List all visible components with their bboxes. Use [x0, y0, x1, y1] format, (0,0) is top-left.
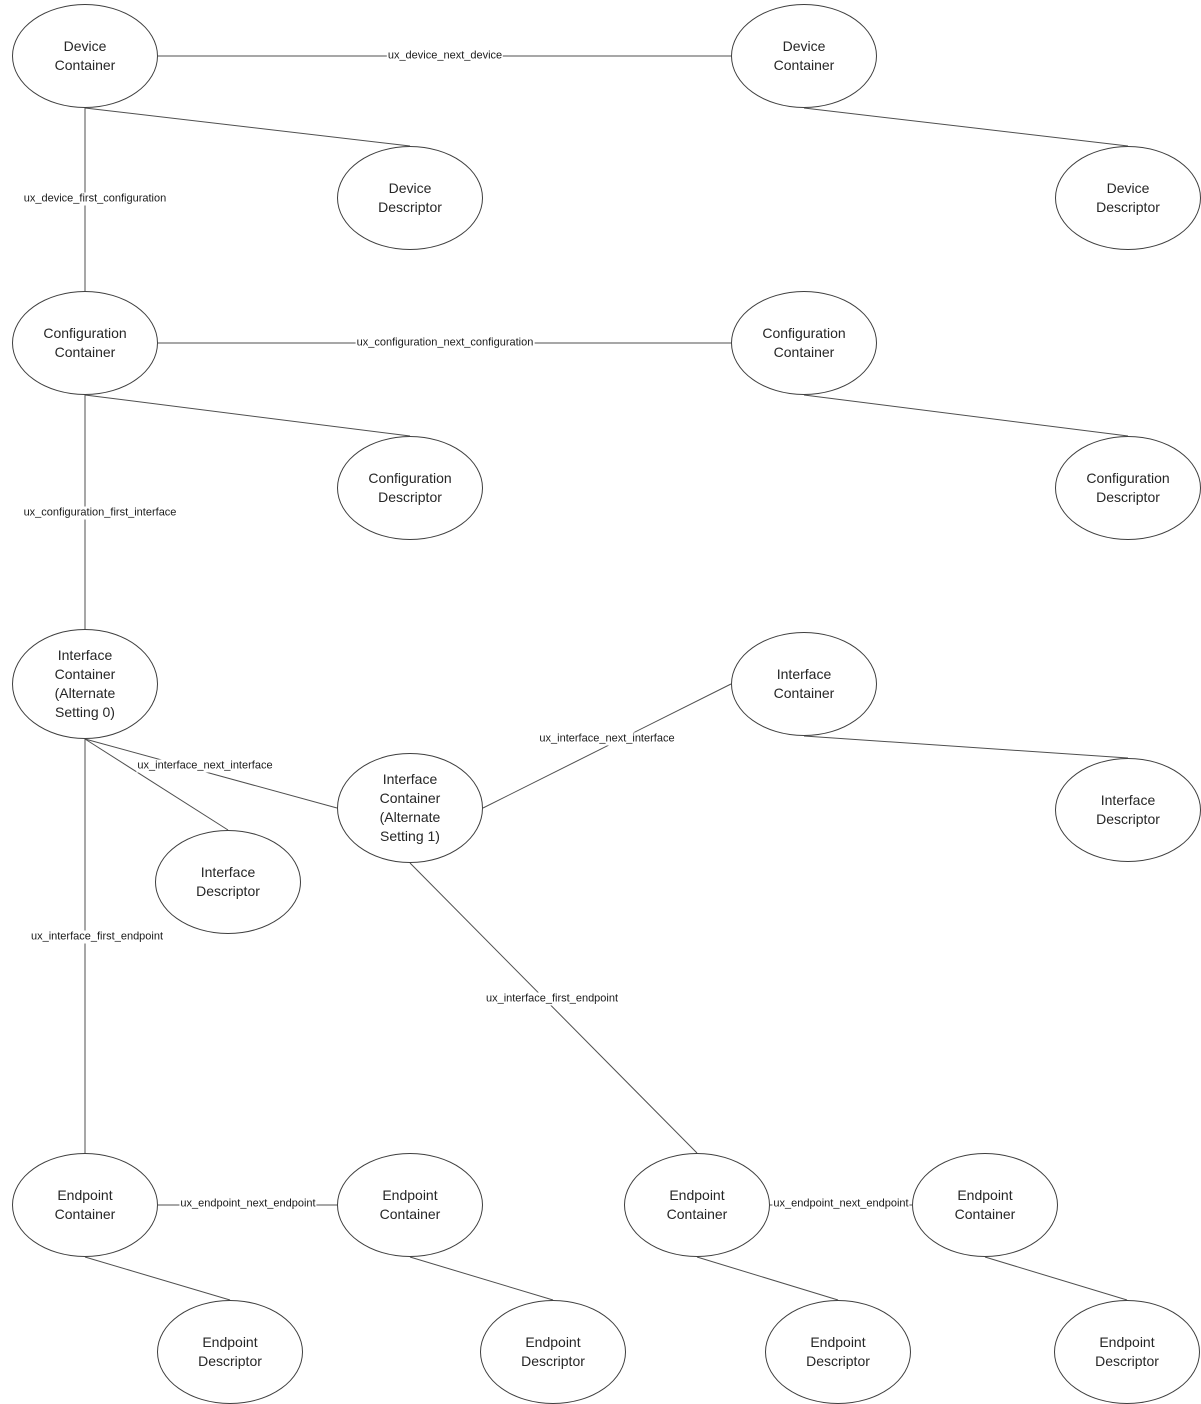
node-endpoint-container-2: Endpoint Container: [337, 1153, 483, 1257]
edge-endpoint-container-3-to-endpoint-descriptor-3: [696, 1256, 839, 1301]
edge-device-container-2-to-device-descriptor-2: [803, 107, 1129, 147]
edge-configuration-container-1-to-configuration-descriptor-1: [84, 394, 411, 437]
edge-label-configuration-container-1-to-interface-container-alt0: ux_configuration_first_interface: [22, 506, 178, 520]
node-configuration-descriptor-1: Configuration Descriptor: [337, 436, 483, 540]
edge-label-interface-container-alt1-to-interface-container-2: ux_interface_next_interface: [538, 732, 676, 746]
edge-interface-container-2-to-interface-descriptor-2: [803, 735, 1129, 759]
edge-endpoint-container-2-to-endpoint-descriptor-2: [409, 1256, 554, 1301]
edge-endpoint-container-1-to-endpoint-descriptor-1: [84, 1256, 231, 1301]
node-device-container-1: Device Container: [12, 4, 158, 108]
node-endpoint-container-3: Endpoint Container: [624, 1153, 770, 1257]
node-interface-descriptor-1: Interface Descriptor: [155, 830, 301, 934]
node-endpoint-descriptor-4: Endpoint Descriptor: [1054, 1300, 1200, 1404]
edge-label-endpoint-container-3-to-endpoint-container-4: ux_endpoint_next_endpoint: [772, 1197, 910, 1211]
edge-interface-container-alt1-to-interface-container-2: [482, 683, 732, 809]
edge-label-endpoint-container-1-to-endpoint-container-2: ux_endpoint_next_endpoint: [179, 1197, 317, 1211]
edge-label-configuration-container-1-to-configuration-container-2: ux_configuration_next_configuration: [355, 336, 535, 350]
node-interface-descriptor-2: Interface Descriptor: [1055, 758, 1201, 862]
edge-interface-container-alt0-to-interface-container-alt1: [84, 738, 338, 809]
node-interface-container-alt0: Interface Container (Alternate Setting 0…: [12, 629, 158, 739]
edge-label-interface-container-alt1-to-endpoint-container-3: ux_interface_first_endpoint: [484, 992, 620, 1006]
edge-label-interface-container-alt0-to-endpoint-container-1: ux_interface_first_endpoint: [29, 930, 165, 944]
edge-configuration-container-2-to-configuration-descriptor-2: [803, 394, 1129, 437]
node-endpoint-descriptor-1: Endpoint Descriptor: [157, 1300, 303, 1404]
node-configuration-container-1: Configuration Container: [12, 291, 158, 395]
edge-label-device-container-1-to-configuration-container-1: ux_device_first_configuration: [22, 192, 168, 206]
node-device-descriptor-1: Device Descriptor: [337, 146, 483, 250]
node-configuration-descriptor-2: Configuration Descriptor: [1055, 436, 1201, 540]
edge-interface-container-alt0-to-interface-descriptor-1: [84, 738, 229, 831]
node-configuration-container-2: Configuration Container: [731, 291, 877, 395]
node-endpoint-container-1: Endpoint Container: [12, 1153, 158, 1257]
node-device-container-2: Device Container: [731, 4, 877, 108]
node-device-descriptor-2: Device Descriptor: [1055, 146, 1201, 250]
edge-device-container-1-to-device-descriptor-1: [84, 107, 411, 147]
node-interface-container-2: Interface Container: [731, 632, 877, 736]
edge-endpoint-container-4-to-endpoint-descriptor-4: [984, 1256, 1128, 1301]
node-endpoint-container-4: Endpoint Container: [912, 1153, 1058, 1257]
node-endpoint-descriptor-2: Endpoint Descriptor: [480, 1300, 626, 1404]
edge-label-interface-container-alt0-to-interface-container-alt1: ux_interface_next_interface: [136, 759, 274, 773]
edge-interface-container-alt1-to-endpoint-container-3: [409, 862, 698, 1154]
edge-label-device-container-1-to-device-container-2: ux_device_next_device: [386, 49, 504, 63]
node-endpoint-descriptor-3: Endpoint Descriptor: [765, 1300, 911, 1404]
node-interface-container-alt1: Interface Container (Alternate Setting 1…: [337, 753, 483, 863]
